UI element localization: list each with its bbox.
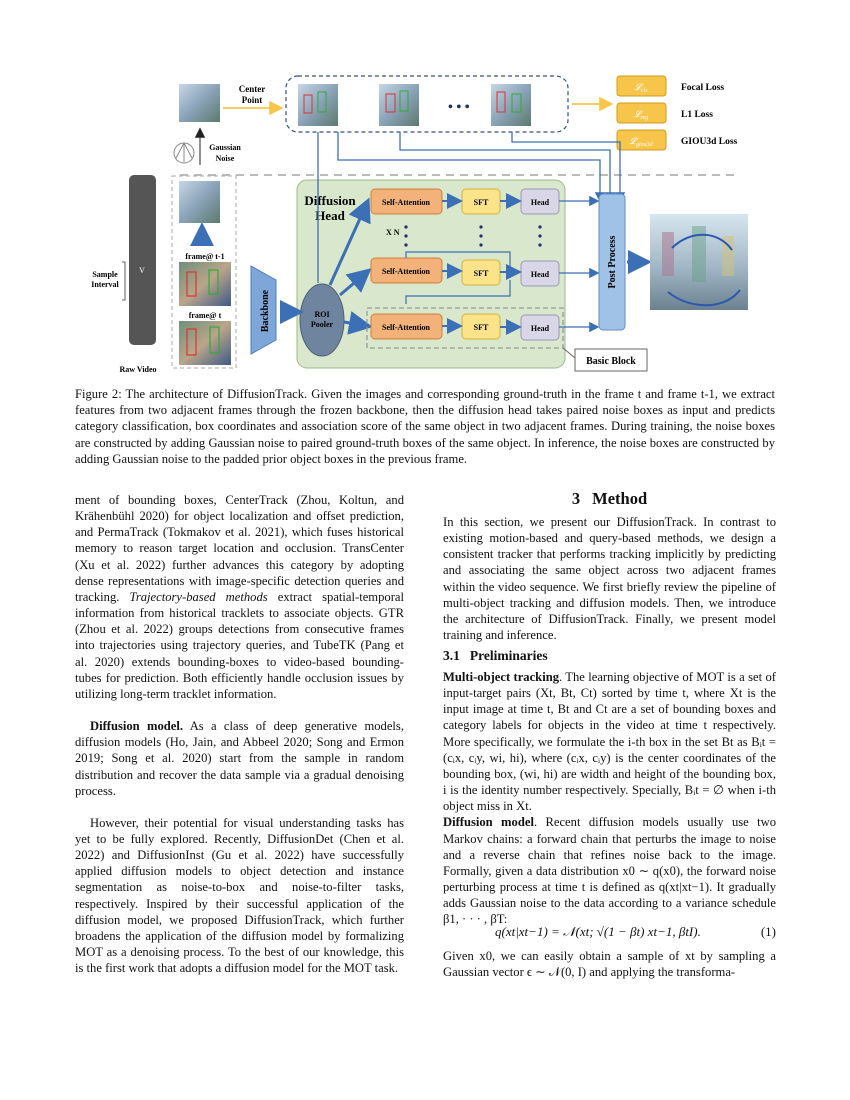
basic-block-label-box xyxy=(574,348,648,372)
frame-t-image xyxy=(179,321,231,365)
diffusion-model-paragraph: Diffusion model. As a class of deep gene… xyxy=(75,719,404,798)
basic-block-label: Basic Block xyxy=(586,356,636,367)
basic-block-outline xyxy=(366,307,564,349)
v-mark: V xyxy=(139,266,145,275)
ellipsis: • • • xyxy=(448,100,470,115)
potential-paragraph: However, their potential for visual unde… xyxy=(75,815,404,976)
left-column: ment of bounding boxes, CenterTrack (Zho… xyxy=(75,492,404,976)
svg-text:Head: Head xyxy=(531,324,550,333)
raw-video-label: Raw Video xyxy=(119,365,156,374)
section-intro: In this section, we present our Diffusio… xyxy=(443,515,776,643)
xn-label: X N xyxy=(386,228,400,237)
focal-loss-label: Focal Loss xyxy=(681,83,724,93)
svg-text:Self-Attention: Self-Attention xyxy=(382,198,431,207)
gt-target-image xyxy=(179,181,220,223)
frame-t-1-image xyxy=(179,262,231,306)
preliminaries-text: Multi-object tracking. The learning obje… xyxy=(443,670,777,927)
noisy-image-3 xyxy=(491,84,531,126)
svg-text:Post Process: Post Process xyxy=(607,235,618,288)
center-point-image xyxy=(179,84,220,122)
figure-caption: Figure 2: The architecture of DiffusionT… xyxy=(75,387,775,466)
svg-text:Self-Attention: Self-Attention xyxy=(382,323,431,332)
loss-reg-box xyxy=(616,102,667,124)
noisy-image-2 xyxy=(379,84,419,126)
backbone-label: Backbone xyxy=(260,289,271,332)
frame-t-1-label: frame@ t-1 xyxy=(185,252,224,261)
giou3d-loss-label: GIOU3d Loss xyxy=(681,137,738,147)
svg-text:Self-Attention: Self-Attention xyxy=(382,267,431,276)
svg-text:SFT: SFT xyxy=(474,198,489,207)
backbone-block xyxy=(250,265,277,355)
loss-giou-box xyxy=(616,129,667,151)
center-point-label: Center xyxy=(239,84,266,94)
svg-text:Head: Head xyxy=(531,270,550,279)
loss-cls-box xyxy=(616,75,667,97)
raw-video-strip xyxy=(129,175,156,345)
related-work-paragraph: ment of bounding boxes, CenterTrack (Zho… xyxy=(75,493,404,701)
svg-text:Head: Head xyxy=(531,198,550,207)
post-process-block xyxy=(598,193,626,331)
gaussian-noise-icon xyxy=(173,141,195,164)
after-equation-text: Given x0, we can easily obtain a sample … xyxy=(443,949,776,980)
svg-text:SFT: SFT xyxy=(474,323,489,332)
frame-t-label: frame@ t xyxy=(189,311,222,320)
svg-text:SFT: SFT xyxy=(474,269,489,278)
noisy-boxes-panel xyxy=(285,75,569,133)
l1-loss-label: L1 Loss xyxy=(681,110,713,120)
